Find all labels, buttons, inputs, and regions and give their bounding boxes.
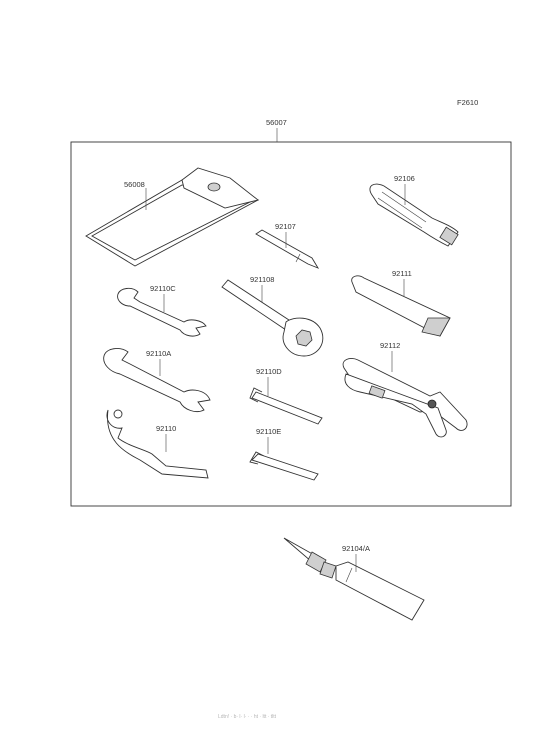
kit-frame xyxy=(70,141,512,507)
label-92111: 92111 xyxy=(392,269,412,278)
extension-bar-92111 xyxy=(351,275,451,337)
label-92104A: 92104/A xyxy=(342,544,370,553)
open-wrench-92110A xyxy=(103,348,211,413)
grease-tube-92104A xyxy=(283,537,425,621)
hex-key-92110E xyxy=(249,451,319,481)
label-56008: 56008 xyxy=(124,180,145,189)
hex-key-92110D xyxy=(249,387,323,425)
label-92106: 92106 xyxy=(394,174,415,183)
label-92110E: 92110E xyxy=(256,427,281,436)
label-92110D: 92110D xyxy=(256,367,282,376)
footer-text: Ldtn! · b· l· l· · · ht · ltt · tltt xyxy=(218,714,277,720)
kit-label: 56007 xyxy=(266,118,287,127)
label-92108: 921108 xyxy=(250,275,274,284)
label-92112: 92112 xyxy=(380,341,400,350)
pliers-92112 xyxy=(342,357,468,438)
label-92110A: 92110A xyxy=(146,349,171,358)
label-92107: 92107 xyxy=(275,222,296,231)
screwdriver-handle-92106 xyxy=(369,183,459,247)
label-92110C: 92110C xyxy=(150,284,176,293)
screwdriver-bit-92107 xyxy=(255,229,320,269)
label-92110: 92110 xyxy=(156,424,176,433)
ring-wrench-92108 xyxy=(221,279,324,357)
figure-code: F2610 xyxy=(457,98,478,107)
tool-bag-56008 xyxy=(85,167,260,267)
open-wrench-92110C xyxy=(117,287,207,337)
hook-spanner-92110 xyxy=(106,409,209,479)
